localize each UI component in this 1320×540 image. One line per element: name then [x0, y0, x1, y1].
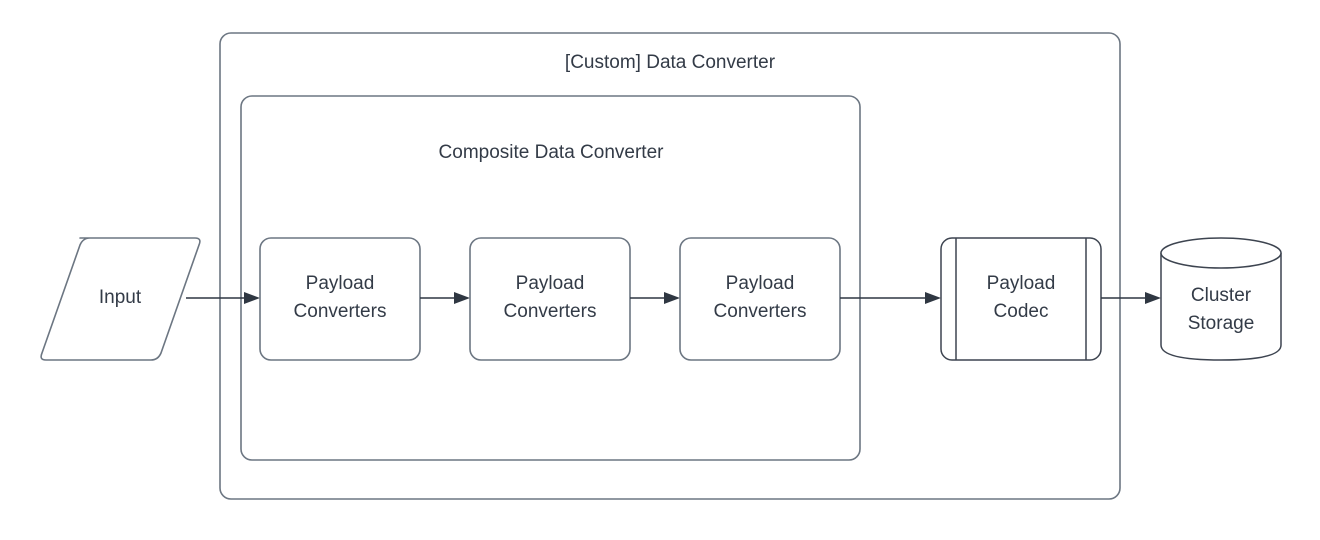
- composite-data-converter-label: Composite Data Converter: [439, 142, 665, 163]
- node-input[interactable]: Input: [40, 237, 201, 361]
- input-parallelogram[interactable]: [40, 237, 201, 361]
- payload-converters-2-label-line1: Payload: [516, 273, 585, 294]
- edge-payload-converters-3-to-payload-codec: [840, 292, 941, 304]
- arrow-head-icon: [925, 292, 941, 304]
- payload-converters-1-label-line1: Payload: [306, 273, 375, 294]
- edge-payload-codec-to-cluster-storage: [1101, 292, 1161, 304]
- cluster-storage-top-ellipse: [1160, 237, 1282, 269]
- payload-converters-1-box[interactable]: [259, 237, 421, 361]
- payload-converters-3-label-line1: Payload: [726, 273, 795, 294]
- node-payload-codec[interactable]: Payload Codec: [940, 237, 1102, 361]
- edge-input-to-payload-converters-1: [186, 292, 260, 304]
- payload-converters-3-label-line2: Converters: [714, 301, 807, 322]
- arrow-head-icon: [1145, 292, 1161, 304]
- edge-payload-converters-1-to-2: [420, 292, 470, 304]
- input-label: Input: [99, 287, 142, 308]
- payload-converters-2-box[interactable]: [469, 237, 631, 361]
- payload-codec-label-line2: Codec: [994, 301, 1049, 322]
- cluster-storage-label-line2: Storage: [1188, 313, 1255, 334]
- cluster-storage-label-line1: Cluster: [1191, 285, 1252, 306]
- custom-data-converter-label: [Custom] Data Converter: [565, 52, 776, 73]
- payload-converters-1-label-line2: Converters: [294, 301, 387, 322]
- arrow-head-icon: [244, 292, 260, 304]
- arrow-head-icon: [454, 292, 470, 304]
- arrow-head-icon: [664, 292, 680, 304]
- payload-codec-box[interactable]: [940, 237, 1102, 361]
- node-cluster-storage[interactable]: Cluster Storage: [1160, 237, 1282, 361]
- node-payload-converters-2[interactable]: Payload Converters: [469, 237, 631, 361]
- payload-codec-label-line1: Payload: [987, 273, 1056, 294]
- cluster-storage-body[interactable]: [1160, 252, 1282, 361]
- node-payload-converters-3[interactable]: Payload Converters: [679, 237, 841, 361]
- payload-converters-2-label-line2: Converters: [504, 301, 597, 322]
- node-payload-converters-1[interactable]: Payload Converters: [259, 237, 421, 361]
- payload-converters-3-box[interactable]: [679, 237, 841, 361]
- edge-payload-converters-2-to-3: [630, 292, 680, 304]
